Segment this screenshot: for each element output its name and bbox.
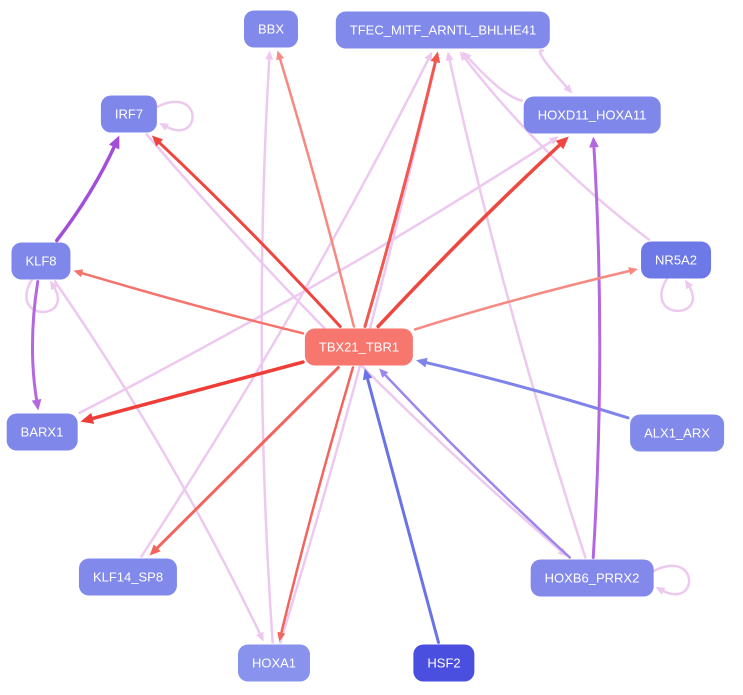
graph-node-hoxa1[interactable]: HOXA1 [237,644,311,682]
edge-hoxb6-tbx21-arrowhead [379,368,389,378]
graph-node-tfec[interactable]: TFEC_MITF_ARNTL_BHLHE41 [335,11,551,49]
edge-tfec-hoxd11 [538,49,570,91]
graph-node-bbx[interactable]: BBX [243,10,299,48]
graph-node-hoxd11[interactable]: HOXD11_HOXA11 [523,96,661,134]
edge-barx1-hoxd11-arrowhead [548,136,559,145]
edge-irf7-irf7-arrowhead [159,123,169,131]
edge-alx1-tbx21-arrowhead [416,357,428,368]
edge-hoxd11-tfec [465,54,523,102]
edge-hoxa1-bbx [260,55,274,644]
edge-tbx21-hoxa1-arrowhead [277,631,286,642]
edge-hsf2-tbx21-arrowhead [362,368,373,381]
edge-tbx21-bbx-arrowhead [276,50,285,61]
edge-hoxa1-bbx-arrowhead [265,50,274,60]
edge-irf7-irf7 [155,100,194,132]
edge-hoxb6-hoxd11-arrowhead [589,136,599,148]
edge-tbx21-irf7 [155,139,342,328]
edge-tbx21-klf14 [153,366,340,552]
graph-node-alx1[interactable]: ALX1_ARX [630,414,724,452]
edge-tbx21-hoxd11-arrowhead [555,136,569,150]
edge-tbx21-bbx [278,55,356,328]
edge-tbx21-hoxd11 [376,140,565,329]
edge-hoxb6-hoxd11 [591,142,602,559]
edge-klf14-tfec-arrowhead [424,51,433,62]
edge-hsf2-tbx21 [365,374,440,644]
edge-klf8-klf8-arrowhead [50,280,59,291]
edge-hoxb6-tfec-arrowhead [445,51,454,62]
edge-tbx21-barx1 [87,360,305,422]
graph-node-tbx21[interactable]: TBX21_TBR1 [304,328,414,366]
edge-hoxb6-tfec [447,56,587,559]
graph-node-klf8[interactable]: KLF8 [11,242,71,280]
edge-klf8-barx1-arrowhead [31,399,42,411]
edge-klf8-klf8 [25,278,60,314]
edge-tbx21-hoxa1 [279,366,355,637]
edge-hoxb6-tbx21 [382,371,572,559]
edge-tbx21-nr5a2-arrowhead [628,267,638,275]
graph-node-hsf2[interactable]: HSF2 [413,644,475,682]
edge-alx1-tbx21 [421,360,630,420]
edge-tbx21-klf8-arrowhead [73,269,84,278]
edge-hoxb6-hoxb6 [652,564,691,596]
edge-nr5a2-nr5a2-arrowhead [685,279,694,290]
edge-nr5a2-nr5a2 [660,277,695,313]
graph-node-barx1[interactable]: BARX1 [6,413,78,451]
edge-tbx21-klf14-arrowhead [149,544,161,556]
edge-klf8-irf7-arrowhead [108,135,120,150]
edge-klf14-tfec [140,55,431,558]
edge-hoxb6-hoxb6-arrowhead [655,587,666,595]
edge-klf8-hoxa1-arrowhead [256,631,264,642]
edge-tbx21-barx1-arrowhead [80,412,95,424]
graph-node-klf14[interactable]: KLF14_SP8 [78,558,178,596]
edge-tbx21-irf7-arrowhead [151,135,164,147]
edge-klf8-irf7 [55,141,118,243]
edge-nr5a2-tfec-arrowhead [459,51,469,62]
graph-node-irf7[interactable]: IRF7 [100,95,158,133]
edge-tbx21-tfec-arrowhead [430,51,441,64]
graph-node-nr5a2[interactable]: NR5A2 [641,241,711,279]
edge-tbx21-tfec [363,57,438,328]
edge-barx1-hoxd11 [78,138,555,415]
edge-tbx21-nr5a2 [413,269,634,331]
edge-tfec-hoxd11-arrowhead [563,84,573,94]
edge-tbx21-klf8 [78,271,305,335]
edge-klf8-hoxa1 [53,280,263,638]
edge-klf8-barx1 [30,280,40,405]
graph-node-hoxb6[interactable]: HOXB6_PRRX2 [530,559,654,597]
